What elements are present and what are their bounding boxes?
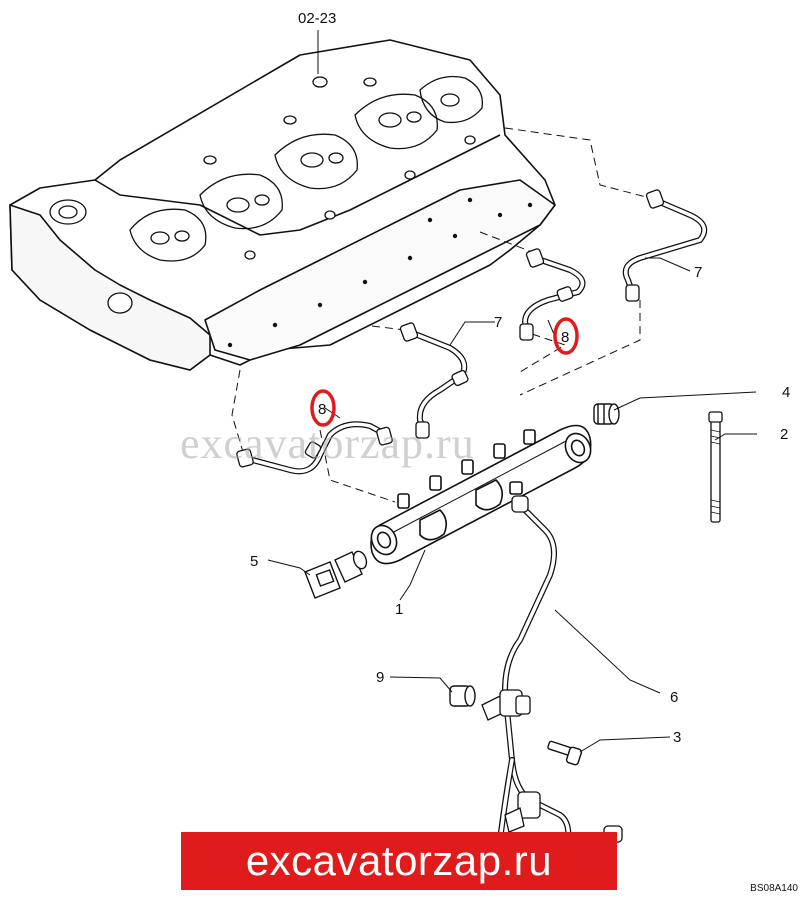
injector-pipes	[242, 197, 708, 475]
banner-text: excavatorzap.ru	[245, 837, 553, 884]
callout-7-right: 7	[694, 264, 702, 281]
highlight-marks	[310, 317, 579, 427]
fuel-rail	[370, 424, 592, 565]
spacer	[449, 685, 476, 707]
drawing-code: BS08A140	[750, 883, 798, 894]
pressure-sensor	[304, 550, 368, 599]
callout-8-right: 8	[561, 329, 569, 346]
callout-ref-02-23: 02-23	[298, 10, 336, 27]
callout-1: 1	[395, 601, 403, 618]
callout-5: 5	[250, 553, 258, 570]
cylinder-head	[9, 30, 556, 371]
callout-6: 6	[670, 689, 678, 706]
pipe-nuts	[236, 189, 665, 468]
leader-lines	[267, 257, 757, 753]
callout-2: 2	[780, 426, 788, 443]
screw	[547, 740, 583, 766]
callout-4: 4	[782, 384, 790, 401]
callout-7-left: 7	[494, 314, 502, 331]
callout-8-left: 8	[318, 401, 326, 418]
callout-9: 9	[376, 669, 384, 686]
site-banner: excavatorzap.ru	[181, 832, 617, 890]
supply-pipe-fittings	[481, 495, 623, 843]
supply-pipe	[497, 502, 572, 843]
plug	[593, 403, 620, 425]
callout-labels: 02-23 1 2 3 4 5 6 7 7 8 8 9	[250, 10, 790, 746]
stud	[708, 411, 723, 523]
callout-3: 3	[673, 729, 681, 746]
